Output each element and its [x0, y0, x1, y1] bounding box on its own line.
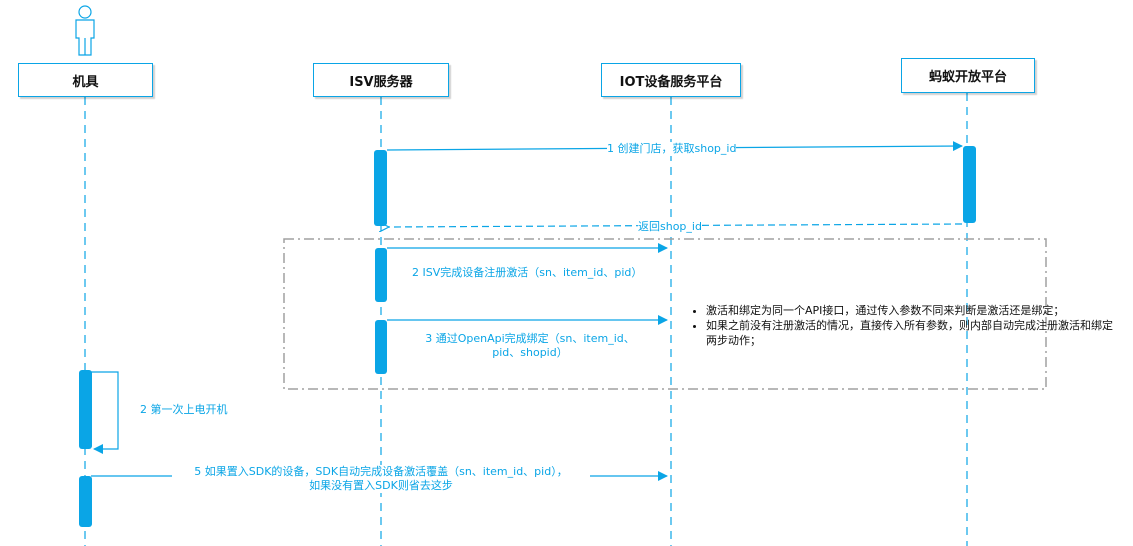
message-label-2: 2 ISV完成设备注册激活（sn、item_id、pid） [412, 266, 643, 279]
message-arrow-self [89, 371, 119, 454]
note-item: 如果之前没有注册激活的情况，直接传入所有参数，则内部自动完成注册激活和绑定两步动… [706, 318, 1118, 348]
activation-jiju-1 [79, 370, 92, 449]
message-label-5: 5 如果置入SDK的设备，SDK自动完成设备激活覆盖（sn、item_id、pi… [172, 465, 590, 493]
actor-icon [75, 5, 95, 56]
message-label-1: 1 创建门店，获取shop_id [607, 142, 737, 156]
message-label-3: 3 通过OpenApi完成绑定（sn、item_id、 pid、shopid） [416, 332, 644, 360]
message-label-3-line1: 3 通过OpenApi完成绑定（sn、item_id、 [425, 332, 635, 345]
message-label-5-line2: 如果没有置入SDK则省去这步 [309, 479, 453, 492]
note-item: 激活和绑定为同一个API接口，通过传入参数不同来判断是激活还是绑定； [706, 303, 1118, 318]
activation-isv-1 [374, 150, 387, 226]
participant-isv: ISV服务器 [313, 63, 449, 97]
activation-isv-3 [375, 320, 387, 374]
message-label-self: 2 第一次上电开机 [140, 403, 228, 417]
message-label-5-line1: 5 如果置入SDK的设备，SDK自动完成设备激活覆盖（sn、item_id、pi… [194, 465, 568, 478]
participant-iot: IOT设备服务平台 [601, 63, 741, 97]
message-label-return: 返回shop_id [638, 220, 702, 234]
activation-jiju-2 [79, 476, 92, 527]
activation-ant-1 [963, 146, 976, 223]
message-label-3-line2: pid、shopid） [492, 346, 568, 359]
fragment-frame [283, 238, 1047, 390]
participant-jiju: 机具 [18, 63, 153, 97]
activation-isv-2 [375, 248, 387, 302]
participant-ant: 蚂蚁开放平台 [901, 58, 1035, 93]
note-text: 激活和绑定为同一个API接口，通过传入参数不同来判断是激活还是绑定； 如果之前没… [688, 303, 1118, 348]
